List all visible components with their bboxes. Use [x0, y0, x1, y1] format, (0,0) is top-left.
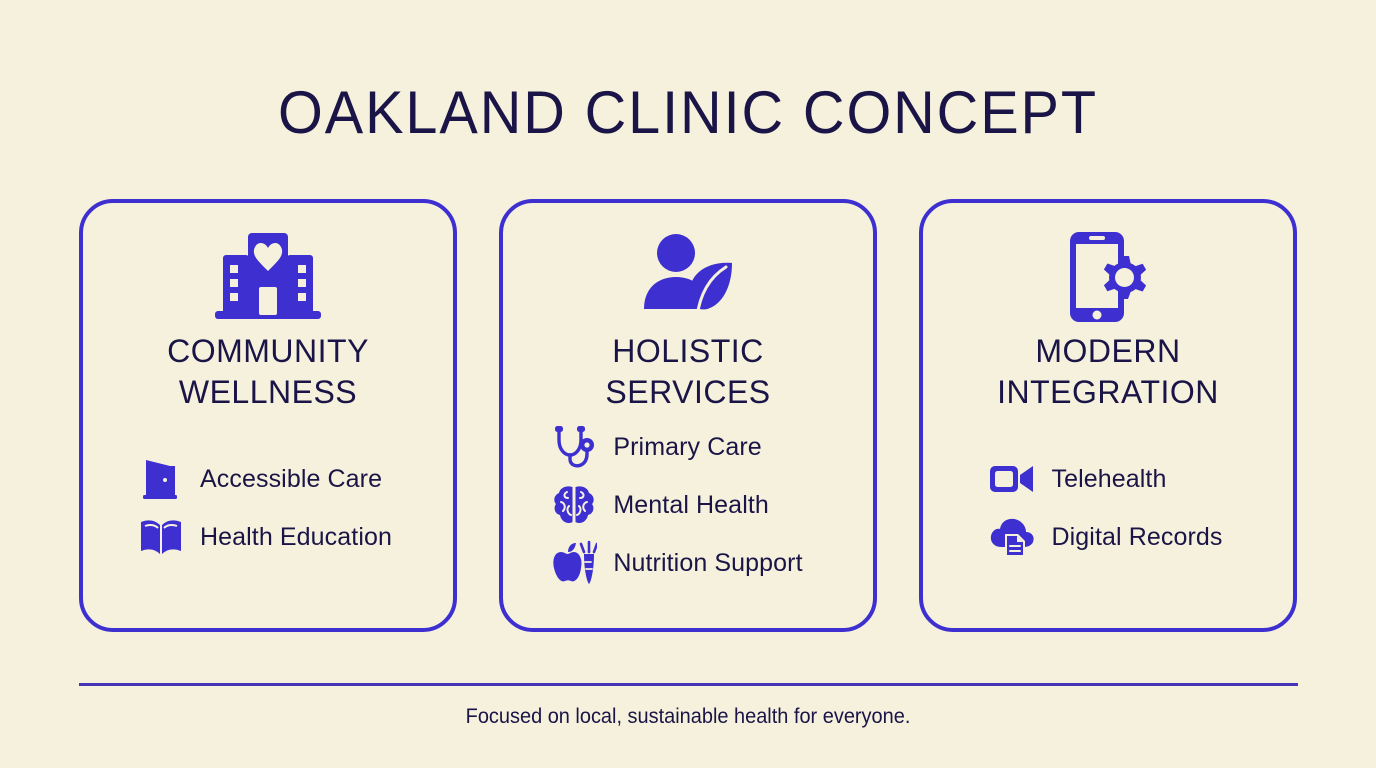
open-door-icon [138, 457, 184, 501]
video-camera-icon [989, 457, 1035, 501]
page-title: OAKLAND CLINIC CONCEPT [278, 79, 1098, 146]
feature-cards-row: COMMUNITY WELLNESS [79, 199, 1297, 632]
list-item-label: Accessible Care [199, 464, 383, 493]
card-item-list: Accessible Care [138, 457, 392, 559]
open-book-icon [138, 515, 184, 559]
card-heading: COMMUNITY WELLNESS [167, 331, 369, 413]
list-item-label: Primary Care [613, 432, 762, 461]
list-item[interactable]: Mental Health [551, 483, 769, 527]
stethoscope-icon [551, 425, 597, 469]
card-heading-line-1: HOLISTIC [612, 333, 764, 369]
card-heading-line-2: INTEGRATION [997, 374, 1219, 410]
list-item[interactable]: Accessible Care [138, 457, 382, 501]
card-heading-line-1: MODERN [1035, 333, 1181, 369]
list-item[interactable]: Digital Records [989, 515, 1222, 559]
card-heading: HOLISTIC SERVICES [605, 331, 770, 413]
list-item-label: Digital Records [1051, 522, 1223, 551]
card-item-list: Telehealth [989, 457, 1222, 559]
feature-card-modern-integration[interactable]: MODERN INTEGRATION Telehealth [919, 199, 1297, 632]
card-heading-line-1: COMMUNITY [167, 333, 369, 369]
cloud-document-icon [989, 515, 1035, 559]
feature-card-community-wellness[interactable]: COMMUNITY WELLNESS [79, 199, 457, 632]
feature-card-holistic-services[interactable]: HOLISTIC SERVICES [499, 199, 877, 632]
list-item-label: Telehealth [1051, 464, 1167, 493]
list-item-label: Nutrition Support [613, 548, 803, 577]
list-item-label: Mental Health [613, 490, 769, 519]
hospital-heart-icon [209, 229, 327, 325]
list-item[interactable]: Nutrition Support [551, 540, 803, 585]
list-item-label: Health Education [199, 522, 392, 551]
person-leaf-icon [640, 229, 736, 325]
list-item[interactable]: Telehealth [989, 457, 1166, 501]
apple-carrot-icon [551, 540, 598, 585]
card-heading-line-2: SERVICES [605, 374, 771, 410]
phone-gear-icon [1062, 229, 1154, 325]
footer-tagline: Focused on local, sustainable health for… [465, 705, 911, 728]
card-heading-line-2: WELLNESS [178, 374, 358, 410]
card-item-list: Primary Care [551, 425, 803, 585]
brain-icon [551, 483, 597, 527]
list-item[interactable]: Health Education [138, 515, 392, 559]
footer-divider [79, 683, 1298, 686]
card-heading: MODERN INTEGRATION [997, 331, 1219, 413]
list-item[interactable]: Primary Care [551, 425, 762, 469]
